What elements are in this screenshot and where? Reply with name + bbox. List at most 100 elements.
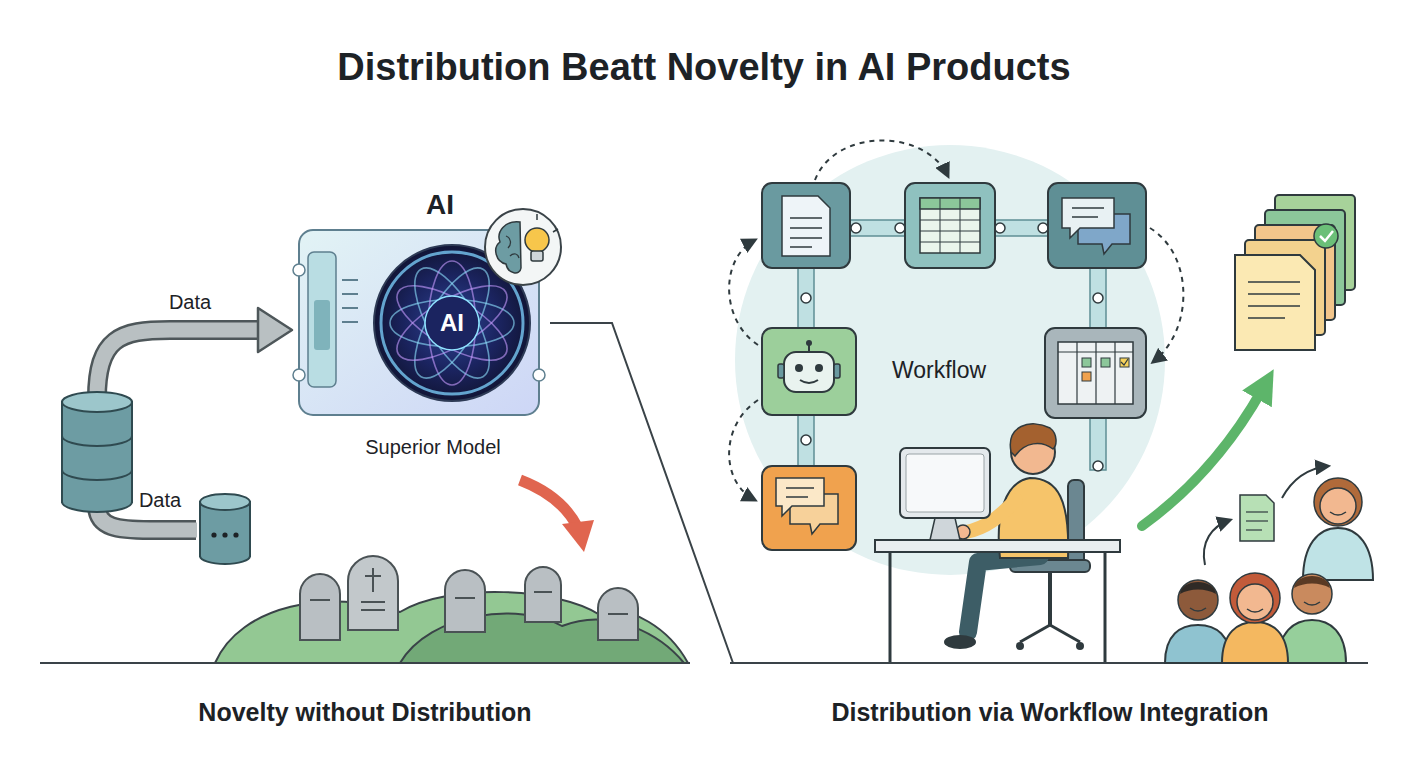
person-at-desk-part (900, 448, 990, 518)
graveyard-part (310, 599, 330, 601)
people-group-part (1230, 573, 1280, 623)
document-tile-part (790, 246, 812, 248)
cycle-arrows-part (729, 400, 758, 500)
kanban-tile (1045, 328, 1146, 418)
small-database-icon-part (222, 532, 227, 537)
kanban-tile-part (1076, 342, 1077, 404)
person-at-desk (875, 424, 1120, 662)
robot-tile-part (784, 352, 834, 392)
message-tile-part (786, 487, 814, 489)
people-group-part (1282, 466, 1328, 498)
graveyard (215, 556, 688, 663)
workflow-pipes-part (1093, 293, 1103, 303)
people-group-part (1303, 528, 1373, 580)
orb-label: AI (440, 309, 464, 337)
robot-tile-part (795, 364, 803, 372)
model-chip-outline-part (342, 307, 358, 309)
person-at-desk-part (1010, 424, 1056, 456)
document-tile-part (790, 227, 822, 229)
graveyard-part (372, 568, 374, 592)
diagram-title: Distribution Beatt Novelty in AI Product… (337, 46, 1070, 90)
workflow-pipes-part (1090, 266, 1106, 330)
cycle-arrows-part (729, 240, 758, 345)
document-tile-part (762, 183, 850, 268)
people-group-part (1204, 520, 1230, 565)
robot-tile-part (800, 380, 818, 383)
person-at-desk-part (1076, 642, 1084, 650)
people-group-part (1292, 574, 1332, 614)
spreadsheet-tile-part (920, 242, 980, 243)
people-group-part (1314, 478, 1362, 526)
ai-orb-outline-part (401, 258, 504, 389)
cycle-arrows-part (1150, 228, 1183, 362)
people-group-part (1240, 495, 1274, 541)
graveyard-part (455, 597, 475, 599)
people-group (1165, 466, 1373, 663)
chip-caption: Superior Model (365, 436, 501, 459)
people-group-part (1178, 580, 1218, 620)
spreadsheet-tile-part (960, 198, 961, 253)
graveyard-part (534, 591, 552, 593)
workflow-pipes-part (895, 223, 905, 233)
cycle-arrows (729, 140, 1183, 500)
document-stack-part (1235, 255, 1315, 350)
workflow-pipes-part (801, 435, 811, 445)
spreadsheet-tile-part (920, 198, 980, 209)
person-at-desk-part (1104, 552, 1107, 662)
section-caption: Distribution via Workflow Integration (831, 698, 1268, 727)
small-database-icon-part (200, 494, 250, 510)
data-arrow-part (258, 308, 292, 352)
brain-bulb-icon-part (536, 214, 538, 220)
person-at-desk-part (1016, 642, 1024, 650)
document-tile-part (782, 196, 830, 256)
person-at-desk-part (968, 556, 1040, 632)
graveyard-part (525, 567, 561, 622)
people-group-part (1294, 576, 1330, 588)
ai-orb-outline-part (387, 272, 518, 375)
workflow-pipes-part (801, 293, 811, 303)
kanban-tile-part (1095, 342, 1096, 404)
people-group-part (1190, 608, 1206, 611)
robot-tile-part (806, 340, 812, 346)
ai-orb-outline-part (401, 258, 504, 389)
database-icon (62, 392, 132, 512)
people-group-part (1246, 511, 1268, 512)
workflow-pipes-part (993, 220, 1051, 236)
small-database-icon-part (233, 532, 238, 537)
brain-bulb-icon-part (496, 222, 521, 273)
person-at-desk-part (930, 518, 960, 540)
people-group-part (1320, 488, 1356, 524)
decline-arrow-part (520, 480, 578, 528)
document-stack-part (1248, 281, 1300, 283)
model-chip-outline-part (342, 321, 358, 323)
document-tile-part (790, 217, 822, 219)
ai-orb-outline-part (387, 272, 518, 375)
person-at-desk-part (1020, 625, 1050, 642)
brain-bulb-icon-part (485, 209, 561, 285)
spreadsheet-tile-part (920, 231, 980, 232)
robot-tile-part (778, 364, 784, 378)
people-group-part (1222, 622, 1288, 663)
workflow-pipes-part (851, 223, 861, 233)
people-group-part (1237, 584, 1273, 620)
person-at-desk-part (944, 635, 976, 649)
chat-tile (1048, 183, 1146, 268)
kanban-tile-part (1058, 342, 1133, 404)
spreadsheet-tile (905, 183, 995, 268)
model-chip-outline-part (314, 300, 330, 350)
document-tile (762, 183, 850, 268)
document-stack-part (1248, 305, 1300, 307)
robot-tile-part (834, 364, 840, 378)
brain-bulb-icon-part (525, 228, 549, 252)
chat-tile-part (1048, 183, 1146, 268)
graveyard-part (365, 575, 381, 577)
small-database-icon-part (201, 545, 249, 556)
spreadsheet-tile-part (905, 183, 995, 268)
brain-bulb-icon-part (553, 229, 558, 232)
message-tile (762, 466, 856, 550)
database-icon-part (62, 436, 132, 446)
kanban-tile-part (1101, 358, 1110, 367)
workflow-pipes-part (1038, 223, 1048, 233)
kanban-tile-part (1082, 358, 1091, 367)
